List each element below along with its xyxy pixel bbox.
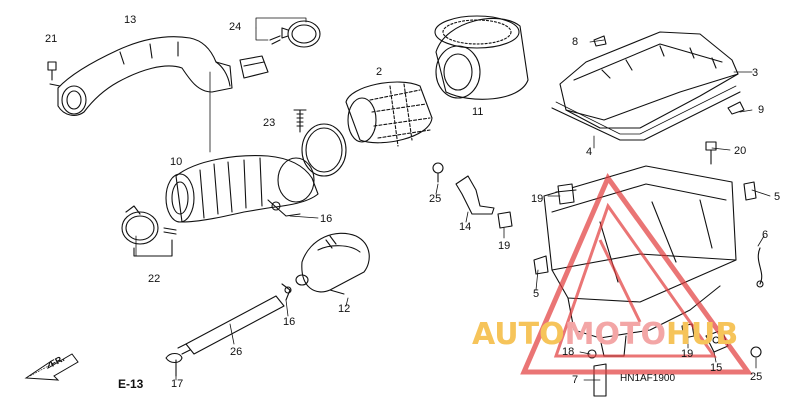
- label-part-14: 14: [459, 221, 472, 233]
- label-part-7: 7: [572, 374, 579, 386]
- clip-5a: [533, 255, 549, 275]
- label-part-10: 10: [170, 156, 183, 168]
- diagram-code: HN1AF1900: [620, 373, 676, 384]
- label-part-26: 26: [230, 346, 243, 358]
- clip-9: [727, 101, 745, 115]
- label-part-11: 11: [472, 106, 484, 118]
- hose-clip-16a: [267, 199, 301, 217]
- label-part-25-lower: 25: [750, 371, 763, 383]
- nut-25b: [750, 346, 762, 358]
- label-part-16-upper: 16: [320, 213, 333, 225]
- resonator-12: [295, 232, 370, 295]
- bolt-20: [705, 141, 717, 165]
- air-cleaner-case: [543, 165, 737, 357]
- band-clamp-24: [239, 20, 321, 79]
- grommet-19c: [681, 323, 695, 339]
- reference-label: E-13: [118, 377, 144, 391]
- label-part-13: 13: [124, 14, 137, 26]
- band-clamp-22: [121, 205, 177, 257]
- label-part-19-mid: 19: [498, 240, 511, 252]
- label-part-23: 23: [263, 117, 276, 129]
- label-part-22: 22: [148, 273, 161, 285]
- air-filter-11: [434, 15, 529, 100]
- case-cover-3: [559, 31, 739, 129]
- label-part-24: 24: [229, 21, 242, 33]
- clip-5b: [743, 181, 757, 201]
- watermark-part-hub: HUB: [665, 317, 739, 352]
- bracket-14: [455, 175, 495, 215]
- screw-23: [293, 109, 307, 133]
- front-direction-arrow: [24, 353, 79, 381]
- watermark-logo: [520, 172, 753, 375]
- bolt-21: [47, 61, 57, 81]
- drain-tube-26: [177, 295, 285, 355]
- label-part-16-lower: 16: [283, 316, 296, 328]
- air-boot-10: [165, 71, 319, 223]
- label-part-12: 12: [338, 303, 351, 315]
- label-part-20: 20: [734, 145, 747, 157]
- label-part-17: 17: [171, 378, 184, 390]
- label-part-8: 8: [572, 36, 579, 48]
- label-part-5-left: 5: [533, 288, 540, 300]
- gasket-4: [551, 85, 741, 141]
- label-part-2: 2: [376, 66, 383, 78]
- label-part-4: 4: [586, 146, 593, 158]
- label-part-18: 18: [562, 346, 575, 358]
- label-part-19-upper: 19: [531, 193, 544, 205]
- watermark-part-auto: AUTO: [472, 317, 565, 352]
- label-part-9: 9: [758, 104, 765, 116]
- label-part-5-right: 5: [774, 191, 781, 203]
- leader-lines: [135, 17, 771, 381]
- nut-25a: [432, 162, 444, 183]
- clip-17: [165, 352, 183, 377]
- watermark-text: AUTOMOTOHUB: [472, 320, 738, 350]
- wire-6: [756, 247, 764, 288]
- grommet-19b: [497, 211, 513, 229]
- clip-8: [593, 35, 607, 47]
- label-part-15: 15: [710, 362, 723, 374]
- grommet-19a: [555, 183, 577, 205]
- label-part-21: 21: [45, 33, 58, 45]
- filter-element-2: [345, 81, 433, 147]
- hose-clip-16b: [281, 283, 292, 301]
- intake-duct-13: [49, 36, 233, 116]
- label-part-3: 3: [752, 67, 759, 79]
- label-part-19-lower: 19: [681, 348, 694, 360]
- watermark-part-moto: MOTO: [564, 317, 666, 352]
- clamp-ring: [301, 123, 347, 177]
- label-part-6: 6: [762, 229, 769, 241]
- label-part-25-upper: 25: [429, 193, 442, 205]
